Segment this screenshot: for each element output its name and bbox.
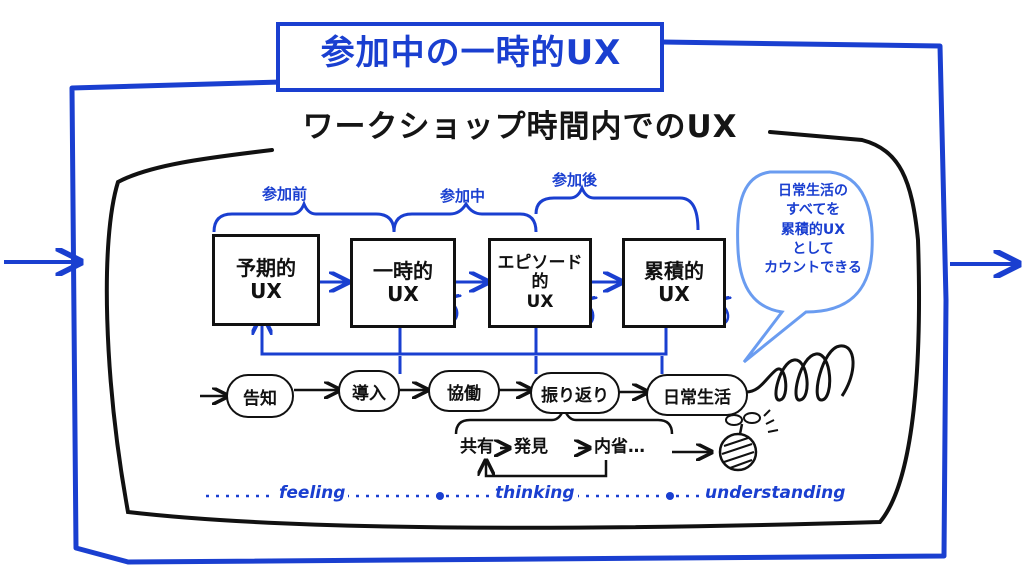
reflection-discover: 発見 [514,437,548,457]
outer-frame [69,39,949,565]
diagram-subtitle: ワークショップ時間内でのUX [285,108,755,147]
box-line: 一時的 [373,259,433,283]
bubble-line: カウントできる [764,260,862,277]
reflection-share: 共有 [460,437,494,457]
step-intro: 導入 [338,370,400,412]
phase-brace-after [534,183,700,231]
box-line: UX [387,282,419,306]
bubble-line: として [792,240,834,257]
speech-bubble [736,170,874,364]
box-line: UX [526,291,554,312]
title-box [276,22,664,92]
footer-dot [436,492,444,500]
box-line: エピソード [497,252,583,273]
box-cumulative-ux: 累積的 UX [622,238,726,328]
footer-understanding: understanding [702,484,849,503]
box-episodic-ux: エピソード 的 UX [488,238,592,328]
box-line: 累積的 [644,259,704,283]
box-momentary-ux: 一時的 UX [350,238,456,328]
phase-brace-before [212,199,396,233]
phase-label-after: 参加後 [552,171,598,189]
inner-frame [104,130,922,530]
bubble-line: 日常生活の [778,183,848,199]
box-connector [260,326,668,356]
footer-thinking: thinking [492,484,578,503]
footer-feeling: feeling [276,484,349,503]
step-announce: 告知 [226,374,294,418]
box-line: UX [658,282,690,306]
step-review: 振り返り [530,372,620,414]
box-line: 予期的 [236,256,296,280]
box-line: UX [250,279,282,303]
step-collab: 協働 [428,370,500,412]
footer-dot [666,492,674,500]
phase-label-before: 参加前 [262,185,308,203]
phase-brace-during [392,201,538,233]
spiral-icon [745,344,855,402]
bubble-line: 累積的UX [780,221,846,238]
speech-bubble-text: 日常生活の すべてを 累積的UX として カウントできる [744,182,882,279]
sprout-icon [718,409,779,472]
reflection-introspect: 内省… [594,437,645,457]
page-title: 参加中の一時的UX [320,33,622,74]
bubble-line: すべてを [785,202,841,219]
box-anticipated-ux: 予期的 UX [212,234,320,326]
box-line: 的 [531,272,549,293]
phase-label-during: 参加中 [440,187,486,205]
feedback-arrow [486,460,608,478]
step-daily-life: 日常生活 [646,374,748,416]
